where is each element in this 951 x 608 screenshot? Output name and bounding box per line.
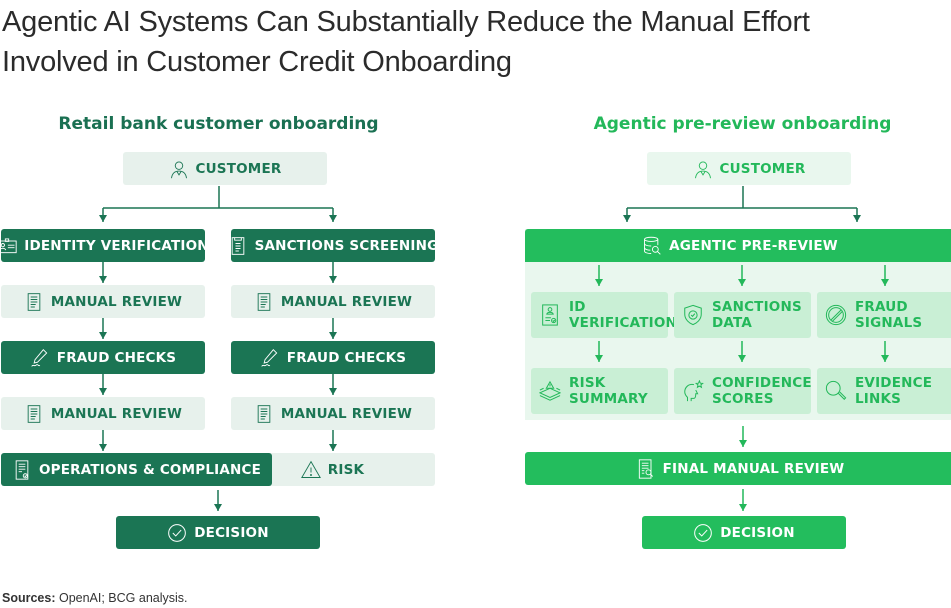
right-decision-box: DECISION xyxy=(642,516,846,549)
right-heading: Agentic pre-review onboarding xyxy=(593,114,892,134)
manual-review-label: MANUAL REVIEW xyxy=(280,293,413,310)
manual-review-label: MANUAL REVIEW xyxy=(50,405,183,422)
sources-note: Sources: OpenAI; BCG analysis. xyxy=(2,591,188,605)
manual-review-box-b2: MANUAL REVIEW xyxy=(231,397,435,430)
document-icon xyxy=(27,292,41,311)
sources-text: OpenAI; BCG analysis. xyxy=(55,591,188,605)
list-document-icon xyxy=(231,236,244,255)
right-top-connectors xyxy=(623,186,861,222)
confidence-scores-label: CONFIDENCE SCORES xyxy=(712,375,812,407)
person-icon xyxy=(170,160,187,178)
document-icon xyxy=(257,404,271,423)
document-search-icon xyxy=(638,458,653,479)
operations-compliance-box: OPERATIONS & COMPLIANCE xyxy=(1,453,272,486)
manual-review-box-b1: MANUAL REVIEW xyxy=(231,285,435,318)
fraud-checks-label: FRAUD CHECKS xyxy=(56,349,177,366)
manual-review-box-a2: MANUAL REVIEW xyxy=(1,397,205,430)
sanctions-screening-label: SANCTIONS SCREENING xyxy=(254,237,439,254)
document-check-icon xyxy=(15,459,29,480)
risk-summary-label: RISK SUMMARY xyxy=(569,375,648,407)
pen-signature-icon xyxy=(31,348,48,367)
title-line-1: Agentic AI Systems Can Substantially Red… xyxy=(2,6,810,38)
fraud-signals-label: FRAUD SIGNALS xyxy=(855,299,923,331)
confidence-scores-box: CONFIDENCE SCORES xyxy=(674,368,812,414)
sources-label: Sources: xyxy=(2,591,56,605)
fraud-checks-label: FRAUD CHECKS xyxy=(286,349,407,366)
left-decision-box: DECISION xyxy=(116,516,320,549)
fraud-signals-box: FRAUD SIGNALS xyxy=(817,292,951,338)
evidence-links-label: EVIDENCE LINKS xyxy=(855,375,933,407)
identity-verification-box: IDENTITY VERIFICATION xyxy=(0,229,209,262)
final-manual-review-label: FINAL MANUAL REVIEW xyxy=(662,460,845,477)
title-line-2: Involved in Customer Credit Onboarding xyxy=(2,46,512,78)
check-circle-icon xyxy=(694,523,713,542)
document-icon xyxy=(257,292,271,311)
left-customer-box: CUSTOMER xyxy=(123,152,327,185)
warning-icon xyxy=(300,460,321,478)
agentic-pre-review-label: AGENTIC PRE-REVIEW xyxy=(669,237,838,254)
risk-label: RISK xyxy=(327,461,365,478)
fraud-checks-box-b: FRAUD CHECKS xyxy=(231,341,435,374)
id-verification-label: ID VERIFICATION xyxy=(569,299,678,331)
sanctions-data-label: SANCTIONS DATA xyxy=(712,299,802,331)
page-title: Agentic AI Systems Can Substantially Red… xyxy=(2,2,810,82)
customer-label: CUSTOMER xyxy=(719,160,806,177)
database-search-icon xyxy=(644,236,661,255)
pen-signature-icon xyxy=(261,348,278,367)
person-icon xyxy=(694,160,711,178)
prohibited-icon xyxy=(825,304,847,326)
document-icon xyxy=(27,404,41,423)
left-heading: Retail bank customer onboarding xyxy=(58,114,379,134)
evidence-links-box: EVIDENCE LINKS xyxy=(817,368,951,414)
layers-warning-icon xyxy=(539,380,561,401)
id-verification-box: ID VERIFICATION xyxy=(531,292,677,338)
sanctions-screening-box: SANCTIONS SCREENING xyxy=(231,229,438,262)
manual-review-box-a1: MANUAL REVIEW xyxy=(1,285,205,318)
id-card-icon xyxy=(0,237,17,253)
decision-label: DECISION xyxy=(720,524,795,541)
risk-summary-box: RISK SUMMARY xyxy=(531,368,668,414)
customer-label: CUSTOMER xyxy=(195,160,282,177)
magnifier-icon xyxy=(825,380,847,400)
fraud-checks-box-a: FRAUD CHECKS xyxy=(1,341,205,374)
sanctions-data-box: SANCTIONS DATA xyxy=(674,292,811,338)
id-document-icon xyxy=(542,304,558,326)
final-manual-review-box: FINAL MANUAL REVIEW xyxy=(525,452,951,485)
operations-compliance-label: OPERATIONS & COMPLIANCE xyxy=(38,461,262,478)
shield-check-icon xyxy=(684,304,702,326)
decision-label: DECISION xyxy=(194,524,269,541)
check-circle-icon xyxy=(168,523,187,542)
manual-review-label: MANUAL REVIEW xyxy=(280,405,413,422)
left-connectors xyxy=(99,186,337,511)
identity-verification-label: IDENTITY VERIFICATION xyxy=(24,237,209,254)
agentic-pre-review-box: AGENTIC PRE-REVIEW xyxy=(525,229,951,262)
right-customer-box: CUSTOMER xyxy=(647,152,851,185)
manual-review-label: MANUAL REVIEW xyxy=(50,293,183,310)
head-star-icon xyxy=(684,380,704,402)
